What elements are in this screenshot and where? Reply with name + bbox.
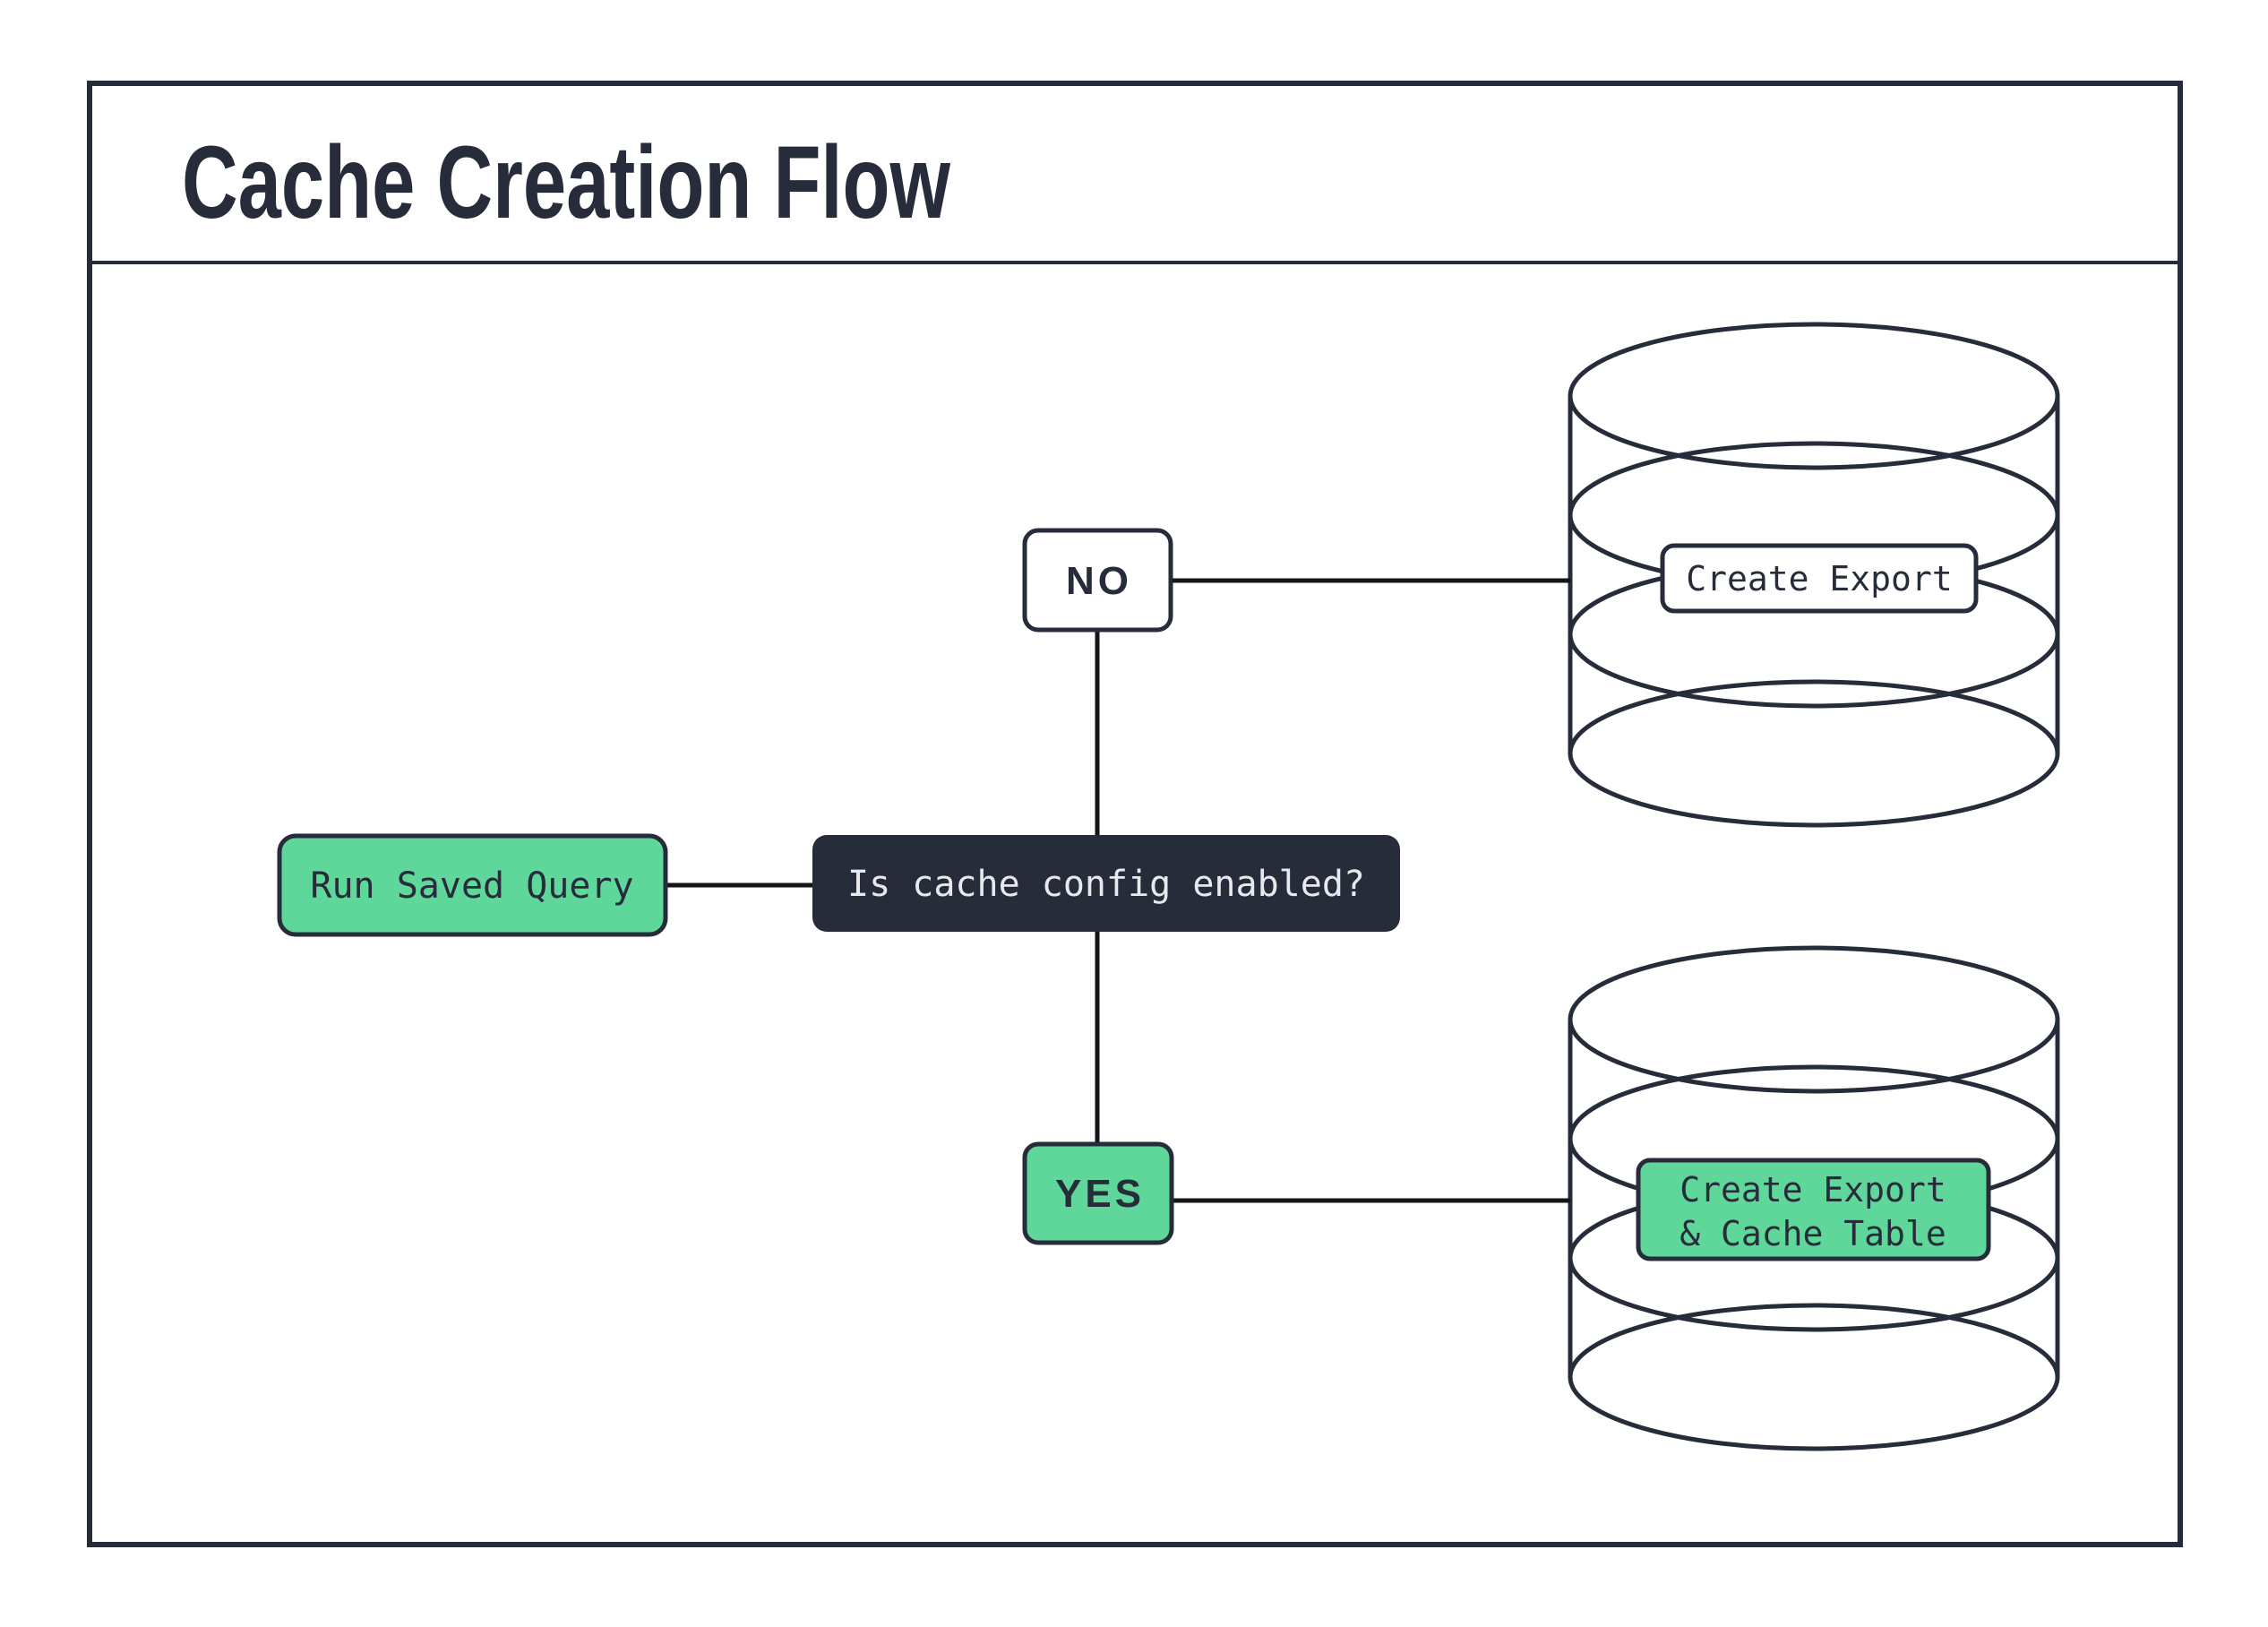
no-badge-label: NO [1066,559,1132,603]
decision-node: Is cache config enabled? [812,835,1400,932]
start-node-label: Run Saved Query [310,865,633,907]
cache-db-label-box [1636,1158,1991,1261]
export-db-disk-4 [1568,679,2060,828]
export-db-label-text: Create Export [1686,559,1952,598]
cache-db-label-line2: & Cache Table [1680,1214,1946,1253]
cache-db-disk-4 [1568,1303,2060,1451]
no-badge-box [1022,528,1173,633]
yes-badge-box [1022,1141,1174,1245]
decision-node-label: Is cache config enabled? [847,864,1365,905]
export-db-disk-1 [1568,322,2060,470]
start-node: Run Saved Query [277,833,668,937]
no-branch-badge: NO [1022,528,1173,633]
cache-db-label-line1: Create Export [1680,1170,1946,1209]
export-db-label-box [1660,543,1979,614]
start-node-box [277,833,668,937]
decision-node-box [812,835,1400,932]
diagram-frame [87,81,2183,1547]
yes-branch-badge: YES [1022,1141,1174,1245]
cache-db-label: Create Export & Cache Table [1636,1158,1991,1261]
export-db-label: Create Export [1660,543,1979,614]
cache-db-disk-1 [1568,945,2060,1094]
page-title: Cache Creation Flow [182,125,950,240]
yes-badge-label: YES [1055,1172,1145,1216]
